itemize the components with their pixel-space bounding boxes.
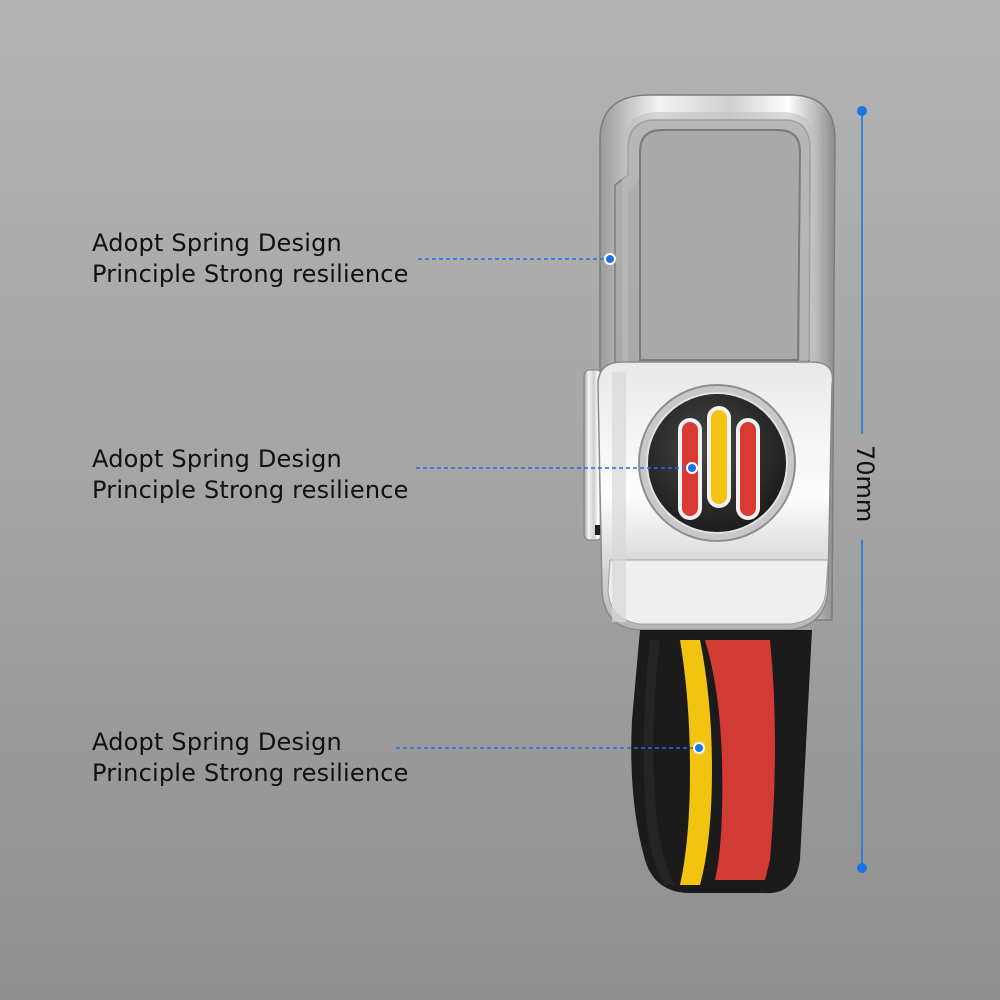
callout-spring-design-1: Adopt Spring Design Principle Strong res… [92, 228, 432, 290]
callout-leader-3 [396, 742, 705, 754]
callout-line-2: Principle Strong resilience [92, 476, 409, 504]
dimension-line [857, 106, 867, 873]
dimension-label: 70mm [851, 445, 879, 523]
callout-spring-design-2: Adopt Spring Design Principle Strong res… [92, 444, 432, 506]
callout-line-1: Adopt Spring Design [92, 728, 342, 756]
emblem-badge [638, 384, 796, 542]
callout-leader-2 [416, 462, 698, 474]
flag-strap [631, 630, 812, 894]
callout-line-1: Adopt Spring Design [92, 229, 342, 257]
callout-leader-1 [418, 253, 616, 265]
callout-line-1: Adopt Spring Design [92, 445, 342, 473]
callout-spring-design-3: Adopt Spring Design Principle Strong res… [92, 727, 432, 789]
callout-line-2: Principle Strong resilience [92, 260, 409, 288]
callout-line-2: Principle Strong resilience [92, 759, 409, 787]
